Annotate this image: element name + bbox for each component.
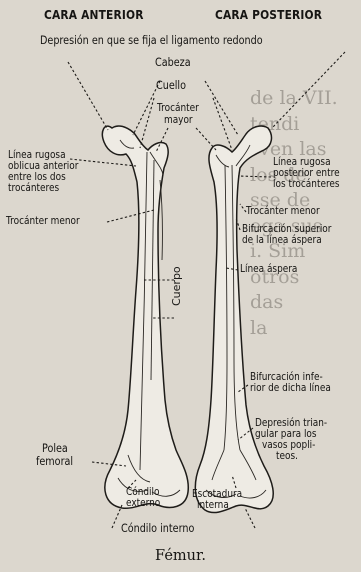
subtitle-ligamento: Depresión en que se fija el ligamento re…	[40, 36, 263, 47]
label-polea-2: femoral	[36, 457, 73, 468]
label-bifurcacion-superior-2: de la línea áspera	[242, 235, 322, 246]
label-escotadura-2: interna	[197, 500, 229, 511]
label-condilo-externo-2: externo	[126, 498, 160, 509]
figure-caption: Fémur.	[0, 548, 361, 564]
label-trocanter-mayor-2: mayor	[164, 115, 193, 126]
femur-posterior-bone	[195, 126, 273, 513]
label-trocanter-menor-right: Trocánter menor	[246, 206, 320, 217]
label-cabeza: Cabeza	[155, 58, 191, 69]
label-trocanter-menor-left: Trocánter menor	[6, 216, 80, 227]
label-bifurcacion-inferior-1: Bifurcación infe-	[250, 372, 323, 383]
label-bifurcacion-inferior-2: rior de dicha línea	[250, 383, 331, 394]
label-depresion-4: teos.	[276, 451, 298, 462]
label-bifurcacion-superior-1: Bifurcación superior	[242, 224, 331, 235]
label-depresion-2: gular para los	[255, 429, 317, 440]
label-cuello: Cuello	[156, 81, 186, 92]
label-cuerpo: Cuerpo	[170, 266, 183, 306]
femur-anterior-bone	[102, 126, 188, 508]
label-depresion-1: Depresión trian-	[255, 418, 327, 429]
label-linea-posterior-2: posterior entre	[273, 168, 340, 179]
label-linea-oblicua-2: oblicua anterior	[8, 161, 78, 172]
label-linea-oblicua-3: entre los dos	[8, 172, 66, 183]
label-escotadura-1: Escotadura	[192, 489, 242, 500]
label-trocanter-mayor-1: Trocánter	[157, 103, 199, 114]
label-linea-oblicua-4: trocánteres	[8, 183, 59, 194]
label-depresion-3: vasos popli-	[262, 440, 315, 451]
label-linea-aspera: Línea áspera	[240, 264, 297, 275]
heading-posterior: CARA POSTERIOR	[215, 10, 322, 21]
heading-anterior: CARA ANTERIOR	[44, 10, 144, 21]
label-condilo-interno: Cóndilo interno	[121, 524, 194, 535]
label-linea-posterior-3: los trocánteres	[273, 179, 340, 190]
label-polea-1: Polea	[42, 444, 68, 455]
label-linea-posterior-1: Línea rugosa	[273, 157, 331, 168]
label-condilo-externo-1: Cóndilo	[126, 487, 159, 498]
label-linea-oblicua-1: Línea rugosa	[8, 150, 66, 161]
